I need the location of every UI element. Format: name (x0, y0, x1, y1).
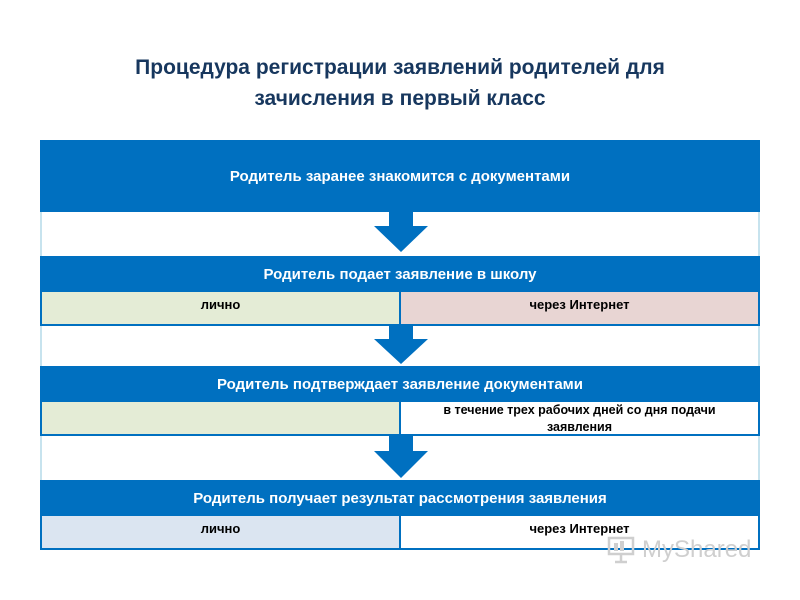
step-3-label: Родитель подтверждает заявление документ… (216, 375, 583, 393)
deadline-note-line-2: заявления (546, 419, 613, 434)
option-internet: через Интернет (399, 292, 758, 324)
down-arrow-icon (374, 436, 428, 478)
step-4-options: лично через Интернет (40, 516, 760, 550)
option-in-person: лично (42, 292, 399, 324)
step-2-bar: Родитель подает заявление в школу (40, 256, 760, 292)
title-line-1: Процедура регистрации заявлений родителе… (135, 56, 665, 79)
watermark: MyShared (606, 536, 751, 564)
deadline-note-line-1: в течение трех рабочих дней со дня подач… (443, 402, 716, 417)
empty-cell (42, 402, 399, 434)
down-arrow-icon (374, 326, 428, 364)
step-2-label: Родитель подает заявление в школу (263, 265, 537, 283)
result-in-person-label: лично (200, 521, 241, 536)
presentation-icon (607, 536, 635, 564)
option-in-person-label: лично (200, 297, 241, 312)
step-1-label: Родитель заранее знакомится с документам… (229, 167, 571, 185)
down-arrow-icon (374, 212, 428, 252)
step-1-bar: Родитель заранее знакомится с документам… (40, 140, 760, 212)
step-2-options: лично через Интернет (40, 292, 760, 326)
result-internet: через Интернет (399, 516, 758, 548)
result-in-person: лично (42, 516, 399, 548)
step-4-bar: Родитель получает результат рассмотрения… (40, 480, 760, 516)
deadline-note: в течение трех рабочих дней со дня подач… (399, 402, 758, 434)
title-line-2: зачисления в первый класс (254, 87, 546, 110)
step-3-bar: Родитель подтверждает заявление документ… (40, 366, 760, 402)
option-internet-label: через Интернет (529, 297, 630, 312)
result-internet-label: через Интернет (529, 521, 630, 536)
diagram-title: Процедура регистрации заявлений родителе… (0, 52, 800, 114)
step-3-options: в течение трех рабочих дней со дня подач… (40, 402, 760, 436)
step-4-label: Родитель получает результат рассмотрения… (193, 489, 607, 507)
watermark-text: MyShared (642, 536, 752, 563)
